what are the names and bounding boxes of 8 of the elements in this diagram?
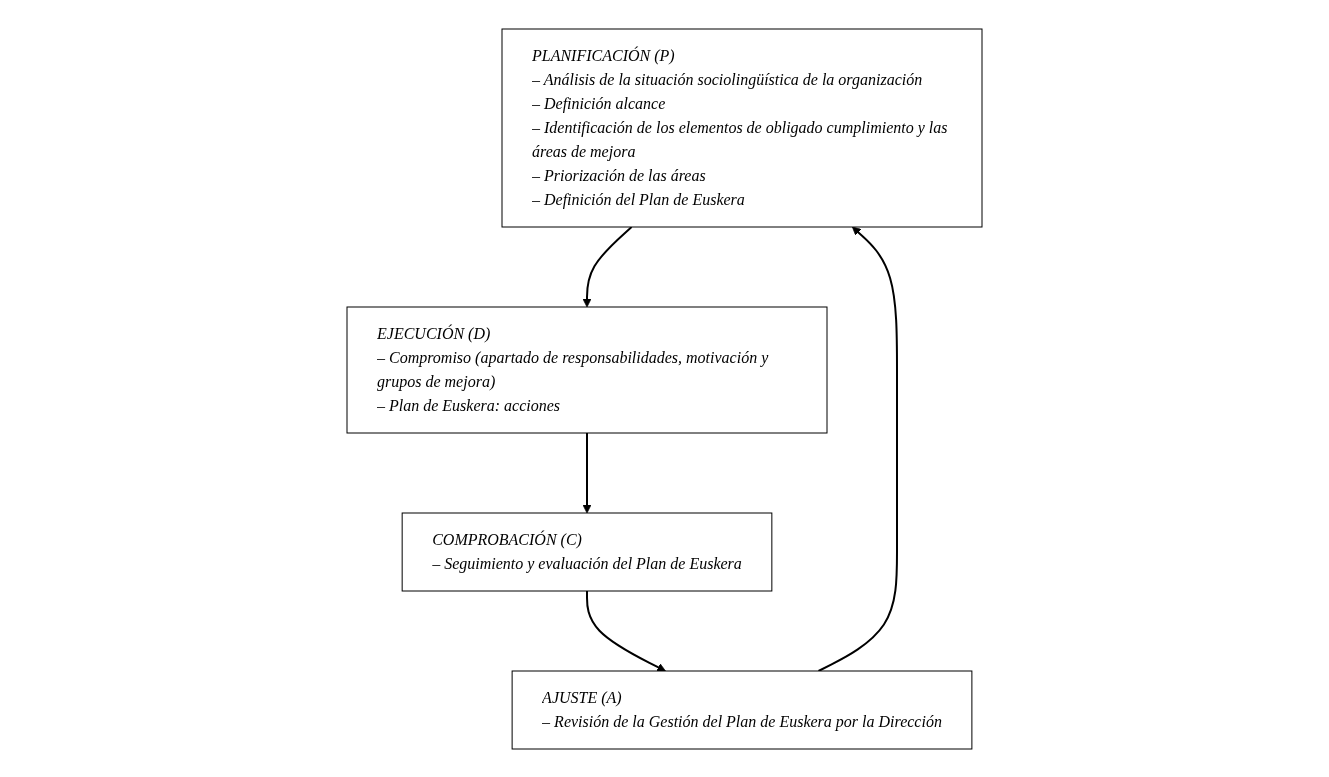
node-box: EJECUCIÓN (D) – Compromiso (apartado de responsabilidades, motivación y grupos de mejora) – Plan de Euskera: acciones: [346, 306, 828, 433]
arrow: [586, 589, 666, 671]
node-box: AJUSTE (A) – Revisión de la Gestión del Plan de Euskera por la Dirección: [511, 670, 973, 749]
arrow: [817, 226, 898, 672]
arrow: [582, 225, 633, 307]
node-box: PLANIFICACIÓN (P) – Análisis de la situación sociolingüística de la organización – Definición alcance – Identificación de los elementos de obligado cumplimiento y las áreas de mejora – Priorización de las áreas – Definición del Plan de Euskera: [501, 28, 983, 227]
arrow: [582, 431, 592, 513]
node-box: COMPROBACIÓN (C) – Seguimiento y evaluación del Plan de Euskera: [401, 512, 773, 591]
